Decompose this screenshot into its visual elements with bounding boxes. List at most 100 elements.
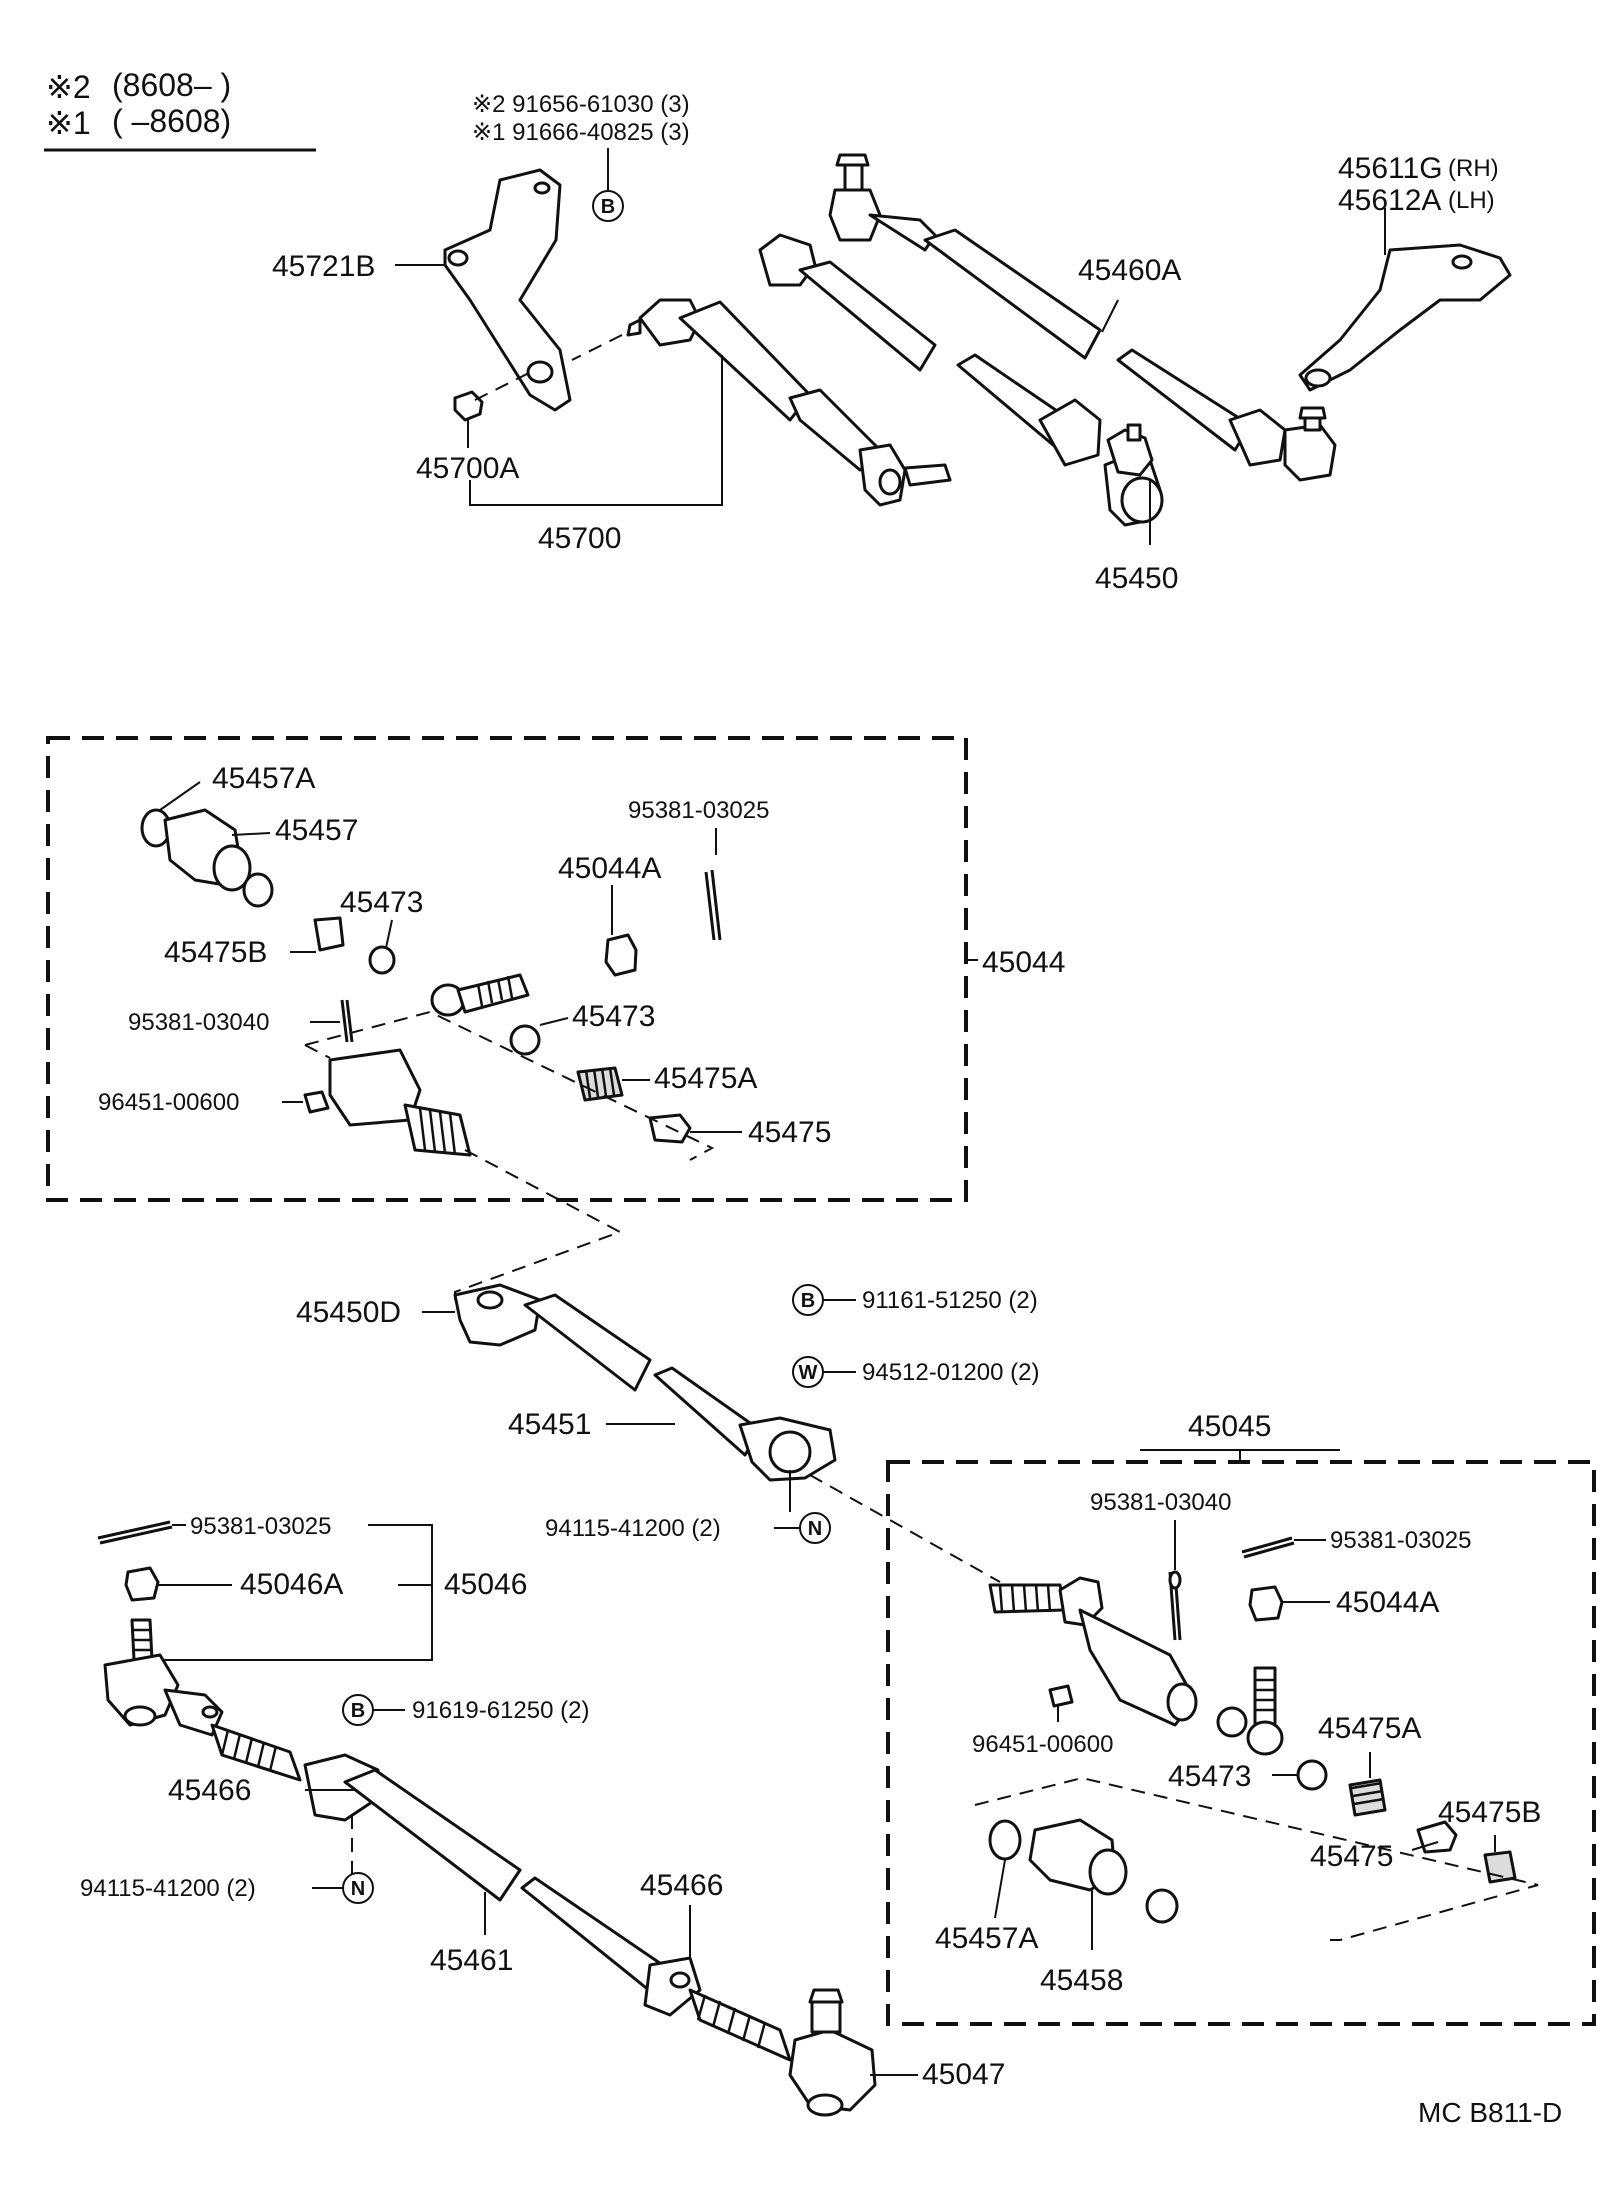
leader-45457-top <box>231 832 271 836</box>
leader-45046-bracket <box>150 1524 433 1661</box>
leader-45473-top2 <box>539 1017 569 1026</box>
label-45045: 45045 <box>1188 1410 1271 1443</box>
dash-45700A <box>474 369 536 401</box>
cotter-pin-95381-03025-right <box>1241 1536 1295 1559</box>
label-45611G-side: (RH) <box>1448 155 1499 182</box>
label-95381-03025-left: 95381-03025 <box>190 1513 331 1540</box>
label-45475-right: 45475 <box>1310 1840 1393 1873</box>
cotter-pin-95381-03025-top <box>704 869 722 941</box>
grease-fitting-96451-00600-top <box>303 1090 330 1114</box>
tie-rod-end-45044 <box>328 1048 472 1157</box>
dash-subkit-45045 <box>974 1776 1539 1941</box>
plug-45475B-right <box>1483 1850 1517 1884</box>
leader-45475-right <box>1411 1841 1439 1851</box>
label-45475-top: 45475 <box>748 1116 831 1149</box>
dash-subkit-45044 <box>304 1010 715 1161</box>
ball-stud-45045 <box>1216 1666 1284 1756</box>
svg-text:N: N <box>808 1518 822 1540</box>
label-45046: 45046 <box>444 1568 527 1601</box>
label-45457-top: 45457 <box>275 814 358 847</box>
label-45473-top1: 45473 <box>340 886 423 919</box>
idler-arm-45700 <box>571 298 952 507</box>
label-45044A-top: 45044A <box>558 852 661 885</box>
ball-stud-45044 <box>430 973 530 1017</box>
label-45460A: 45460A <box>1078 254 1181 287</box>
label-45450: 45450 <box>1095 562 1178 595</box>
leader-45700 <box>469 355 723 506</box>
grease-fitting-96451-00600-right <box>1048 1684 1074 1708</box>
label-45473-top2: 45473 <box>572 1000 655 1033</box>
bolt-note-2: ※2 91656-61030 (3) <box>472 91 690 118</box>
tie-rod-end-45045 <box>988 1576 1198 1727</box>
label-45450D: 45450D <box>296 1296 401 1329</box>
cotter-pin-95381-03040-right <box>1168 1570 1182 1641</box>
range-1-text: ( –8608) <box>112 103 231 139</box>
label-45475B-top: 45475B <box>164 936 267 969</box>
applicability-legend: ※2 (8608– ) ※1 ( –8608) <box>44 67 316 152</box>
tie-rod-tube-45461 <box>303 1753 792 2062</box>
label-45466-left: 45466 <box>168 1774 251 1807</box>
range-2-mark: ※2 <box>46 69 91 105</box>
label-96451-00600-right: 96451-00600 <box>972 1731 1113 1758</box>
label-45700A: 45700A <box>416 452 519 485</box>
label-94115-41200-mid: 94115-41200 (2) <box>545 1515 721 1542</box>
tie-rod-assembly-top <box>758 153 1337 527</box>
label-95381-03040-right: 95381-03040 <box>1090 1489 1231 1516</box>
label-45612A: 45612A <box>1338 184 1441 217</box>
label-45473-right: 45473 <box>1168 1760 1251 1793</box>
label-91619-61250: 91619-61250 (2) <box>412 1697 589 1724</box>
label-45466-right: 45466 <box>640 1869 723 1902</box>
svg-text:B: B <box>351 1700 365 1722</box>
label-45458: 45458 <box>1040 1964 1123 1997</box>
leader-45460A <box>1101 299 1119 333</box>
cotter-pin-95381-03025-left <box>97 1520 173 1545</box>
svg-text:B: B <box>601 196 615 218</box>
leader-45473-top1 <box>385 919 393 949</box>
ball-seat-45473 <box>509 1024 541 1056</box>
label-95381-03025-top: 95381-03025 <box>628 797 769 824</box>
label-45046A: 45046A <box>240 1568 343 1601</box>
tie-rod-end-45046 <box>103 1618 302 1782</box>
bolt-note-1: ※1 91666-40825 (3) <box>472 119 690 146</box>
range-1-mark: ※1 <box>46 105 91 141</box>
label-45475A-right: 45475A <box>1318 1712 1421 1745</box>
dash-subkit-45044-b <box>304 1044 331 1059</box>
label-45457A-top: 45457A <box>212 762 315 795</box>
svg-text:N: N <box>351 1878 365 1900</box>
bolt-symbol-low: B <box>342 1694 374 1726</box>
label-45451: 45451 <box>508 1408 591 1441</box>
diagram-code: MC B811-D <box>1418 2097 1562 2128</box>
leader-45457A-top <box>159 781 201 811</box>
castle-nut-45044A-top <box>604 933 638 977</box>
nut-symbol-low: N <box>342 1872 374 1904</box>
label-45612A-side: (LH) <box>1448 187 1495 214</box>
label-45611G: 45611G <box>1338 152 1443 185</box>
label-45457A-right: 45457A <box>935 1922 1038 1955</box>
ball-seat-45473-right <box>1296 1759 1328 1791</box>
label-95381-03025-right: 95381-03025 <box>1330 1527 1471 1554</box>
label-94512-01200: 94512-01200 (2) <box>862 1359 1039 1386</box>
label-45461: 45461 <box>430 1944 513 1977</box>
center-link-45451 <box>453 1283 837 1482</box>
kit-box-45044 <box>46 736 968 1202</box>
spring-45475A-right <box>1348 1778 1387 1817</box>
idler-arm-bracket <box>443 168 572 412</box>
dash-center-link-to-45045 <box>809 1474 1001 1583</box>
nut-symbol-mid: N <box>799 1512 831 1544</box>
plug-45475-right <box>1416 1820 1458 1854</box>
leader-45457A-right <box>994 1859 1006 1919</box>
label-45044: 45044 <box>982 946 1065 979</box>
castle-nut-45044A-right <box>1248 1585 1284 1622</box>
label-96451-00600-top: 96451-00600 <box>98 1089 239 1116</box>
label-45047: 45047 <box>922 2058 1005 2091</box>
nut-45700A <box>453 390 484 422</box>
label-95381-03040-top: 95381-03040 <box>128 1009 269 1036</box>
svg-text:W: W <box>799 1362 818 1384</box>
label-45044A-right: 45044A <box>1336 1586 1439 1619</box>
svg-text:B: B <box>801 1290 815 1312</box>
castle-nut-45046A <box>124 1566 160 1602</box>
pitman-arm <box>1298 243 1512 392</box>
label-91161-51250: 91161-51250 (2) <box>862 1287 1038 1314</box>
dash-45044-to-center-link <box>454 1149 623 1300</box>
